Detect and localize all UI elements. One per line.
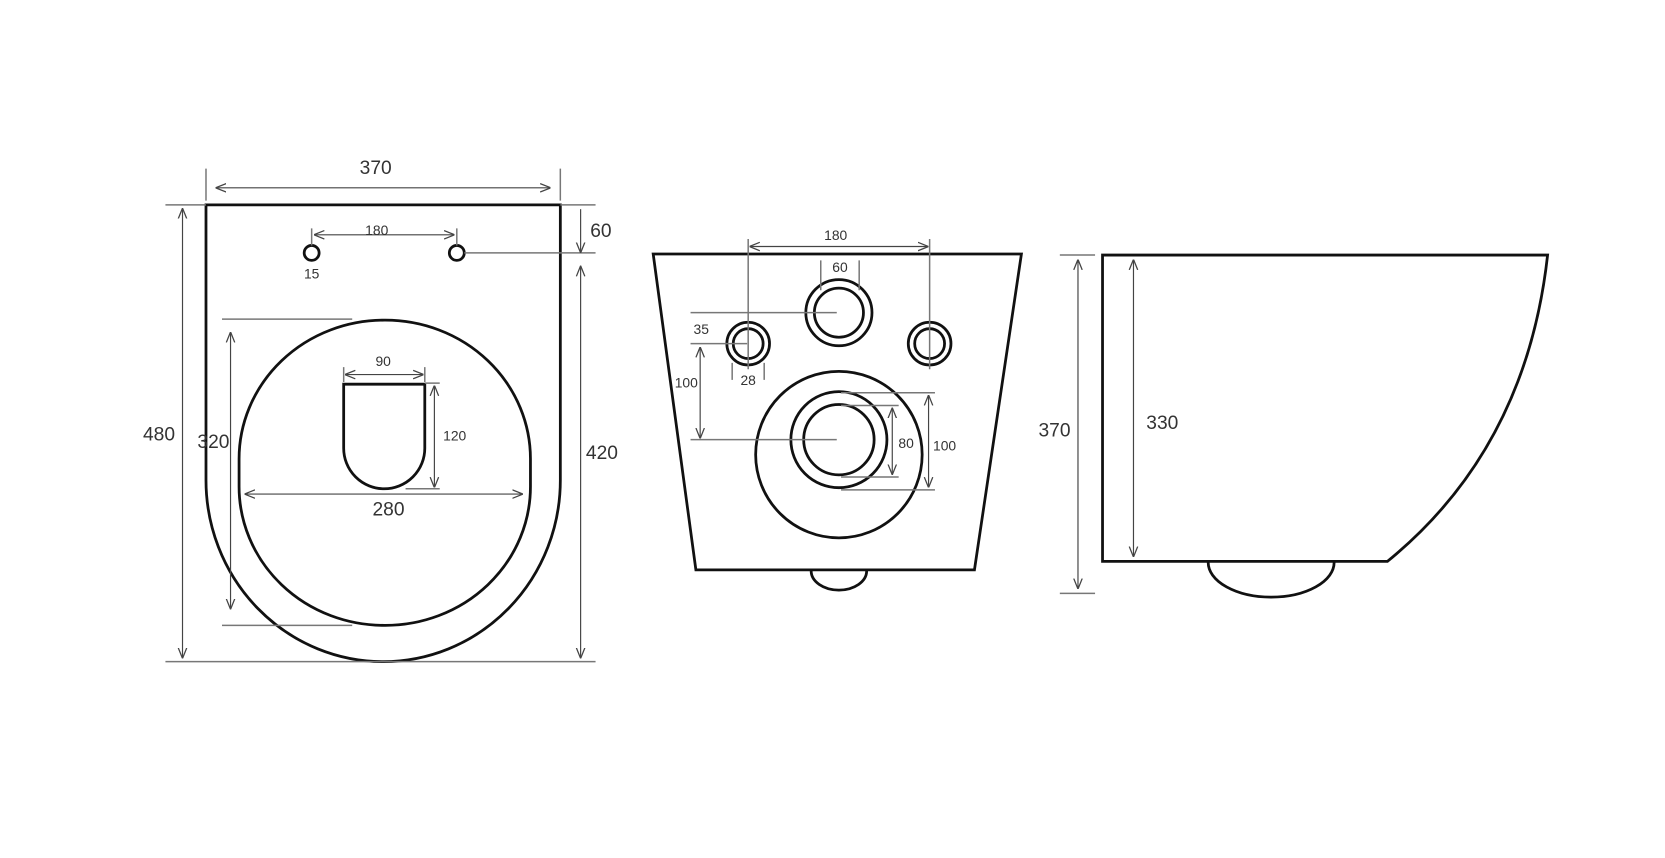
dim-outlet-inner: 80 <box>898 435 914 451</box>
rear-outline <box>651 252 1024 572</box>
bowl-outline <box>204 203 562 663</box>
dim-bolt-spacing: 180 <box>824 227 847 243</box>
dim-seat-length: 320 <box>197 432 229 453</box>
dim-side-height: 370 <box>1038 420 1070 441</box>
seat-hole-left <box>302 244 321 262</box>
dim-outlet-offset: 100 <box>675 374 698 390</box>
dim-width: 370 <box>360 158 392 179</box>
side-bump <box>1206 562 1336 599</box>
dim-bolt-height: 35 <box>694 321 710 337</box>
dim-hole-spacing: 180 <box>365 222 388 238</box>
dim-bowl-depth: 420 <box>586 443 618 464</box>
dim-hole-offset: 60 <box>590 221 611 242</box>
front-view: 370 480 180 60 15 320 420 280 90 120 <box>143 158 618 663</box>
rear-view: 180 60 35 28 100 80 100 <box>651 227 1024 592</box>
seat-outline <box>237 318 532 627</box>
dim-seat-width: 280 <box>372 499 404 520</box>
dim-outlet-width: 90 <box>375 353 391 369</box>
outlet-flange <box>754 369 924 540</box>
dim-inlet-diameter: 60 <box>832 259 848 275</box>
dim-outlet-length: 120 <box>443 428 466 444</box>
rear-bump <box>809 570 869 592</box>
dim-bolt-diameter: 28 <box>740 372 756 388</box>
dim-inner-height: 330 <box>1146 413 1178 434</box>
dim-height: 480 <box>143 425 175 446</box>
dim-outlet-outer: 100 <box>933 437 956 453</box>
side-view: 370 330 <box>1038 253 1550 599</box>
outlet-opening <box>342 382 427 491</box>
seat-hole-right <box>447 244 466 262</box>
side-outline <box>1101 253 1550 563</box>
dim-hole-diameter: 15 <box>304 266 320 282</box>
